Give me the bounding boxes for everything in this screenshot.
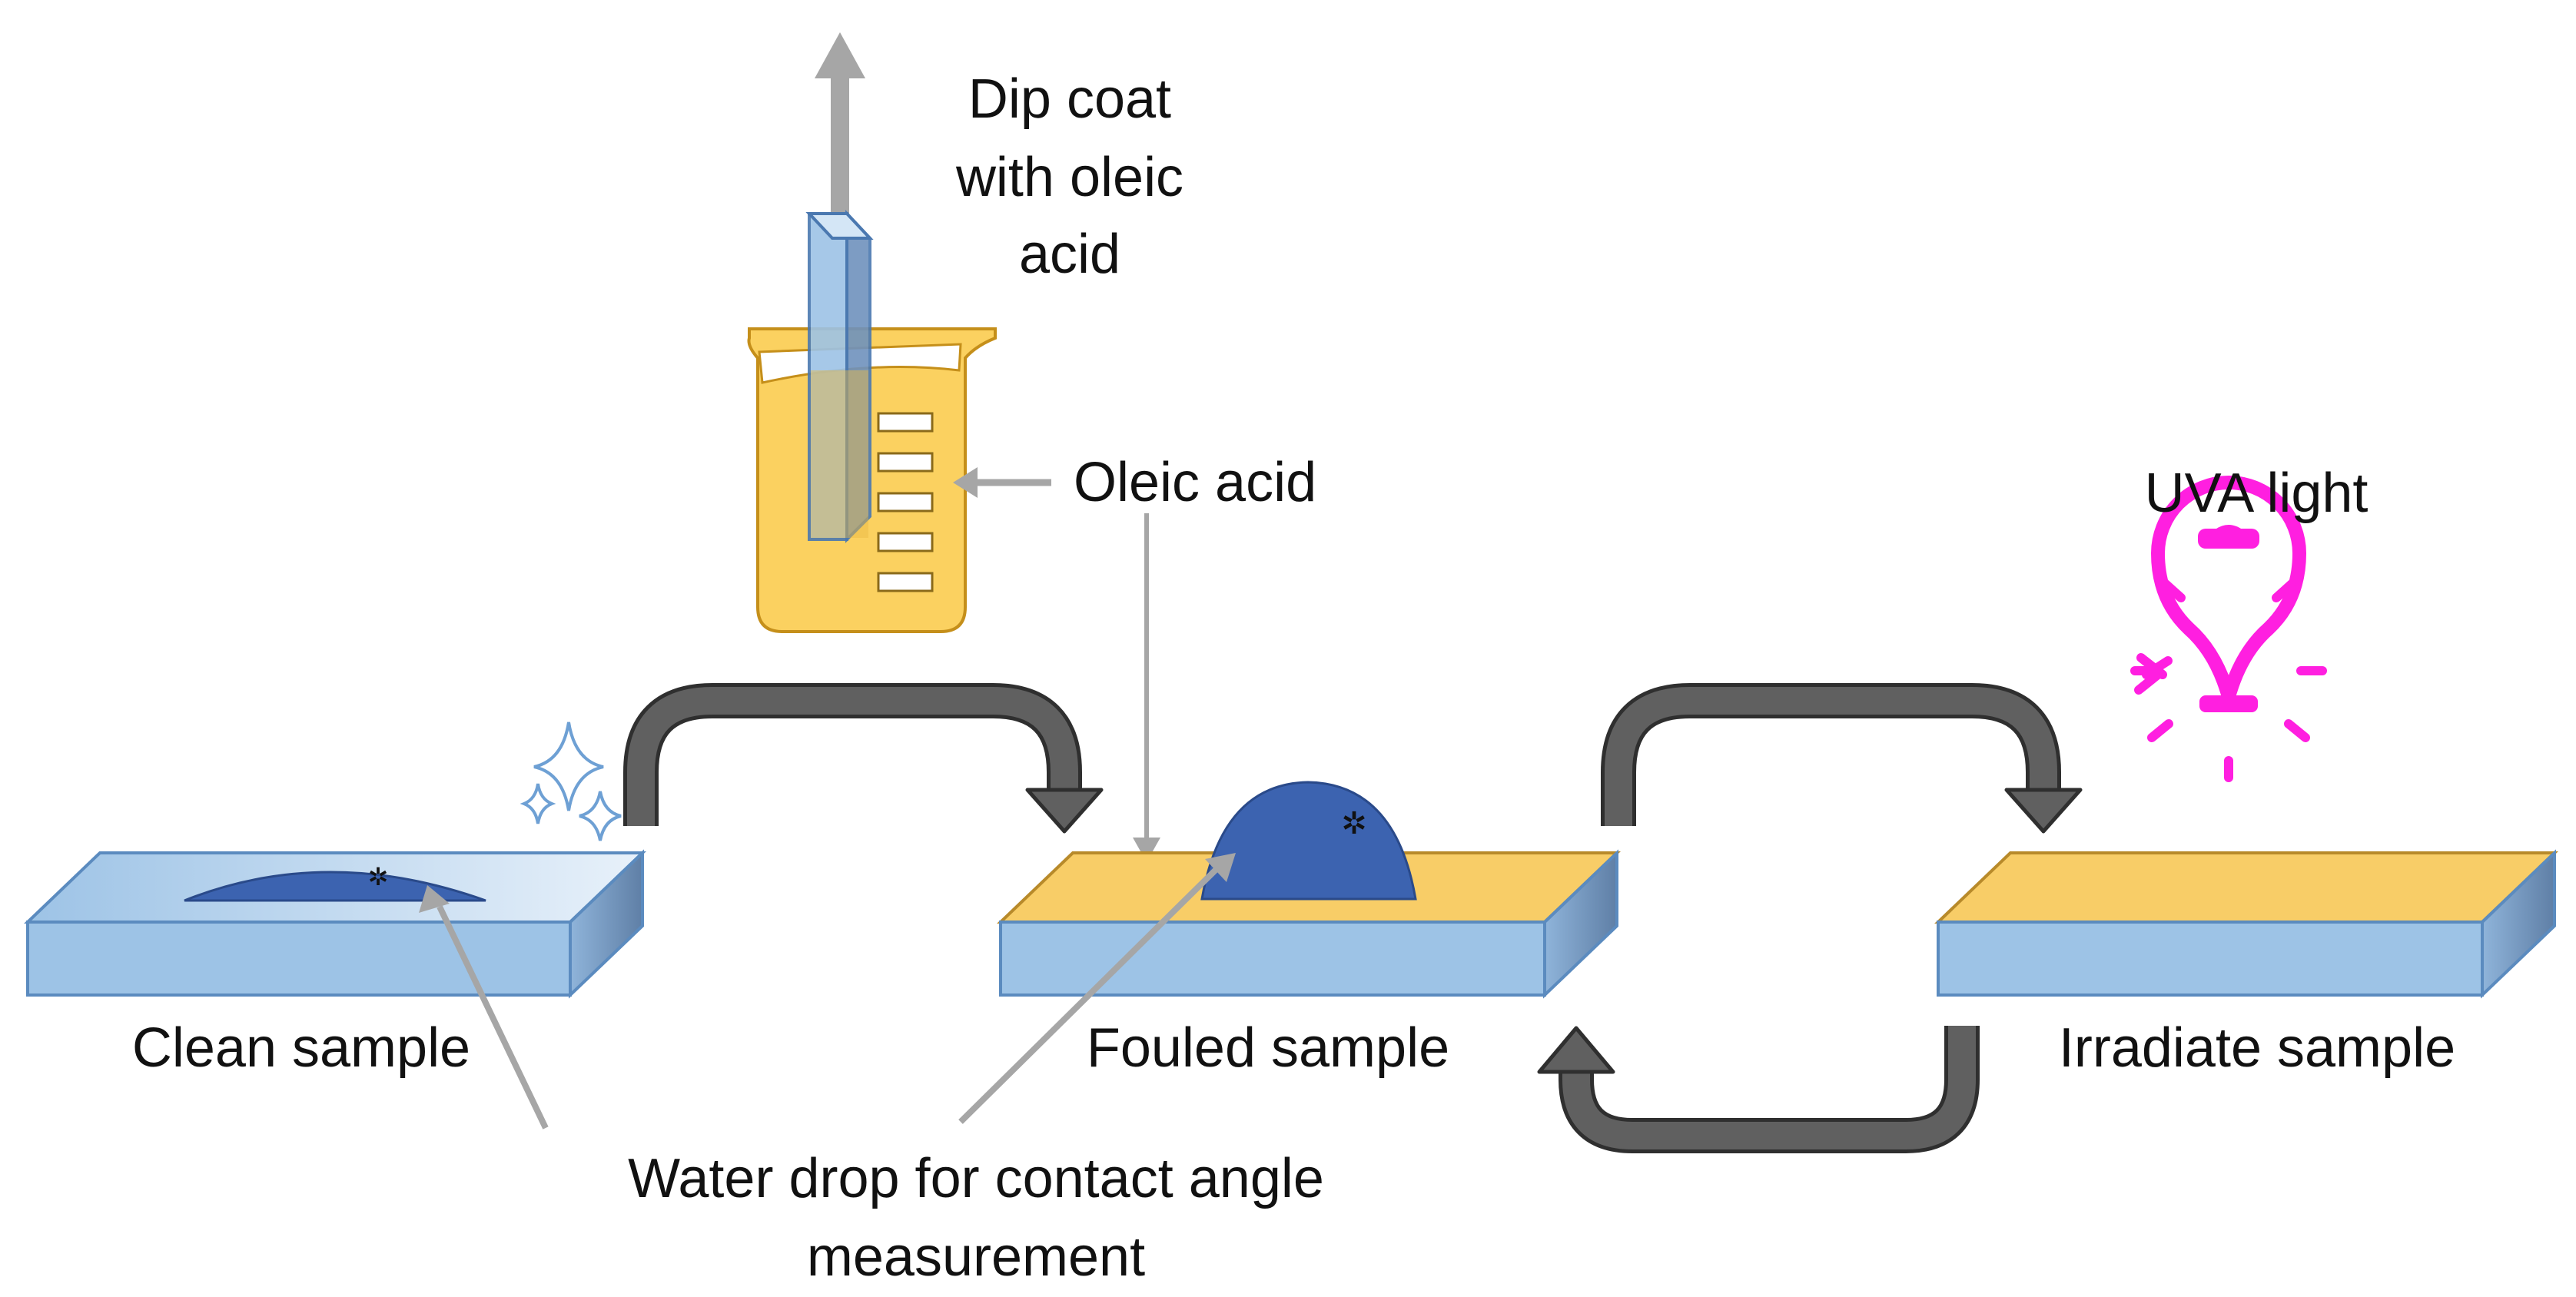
process-arrow-return	[1537, 1026, 1980, 1153]
dip-coat-line-3: acid	[1019, 224, 1120, 285]
oleic-acid-pointer	[953, 467, 1160, 862]
clean-sample-slab: ✲	[24, 849, 646, 999]
drop-sparkle-icon-2: ✲	[1341, 807, 1367, 841]
water-drop-line-1: Water drop for contact angle	[628, 1148, 1324, 1209]
sparkle-icon	[520, 721, 622, 841]
dip-coat-line-2: with oleic	[955, 147, 1183, 208]
water-drop-label: Water drop for contact angle measurement	[628, 1148, 1324, 1288]
dip-coat-line-1: Dip coat	[968, 68, 1171, 130]
process-arrow-1	[623, 683, 1104, 834]
flat-water-drop	[184, 871, 486, 902]
clean-sample-label: Clean sample	[132, 1017, 470, 1079]
fouled-sample-slab: ✲	[997, 781, 1621, 999]
irradiate-sample-label: Irradiate sample	[2059, 1017, 2455, 1079]
pointer-head-1	[419, 885, 450, 913]
beaded-water-drop	[1200, 781, 1417, 901]
uva-light-label: UVA light	[2145, 463, 2369, 524]
process-arrow-2	[1601, 683, 2083, 834]
lightbulb-icon	[2142, 476, 2307, 712]
dip-slide	[805, 209, 874, 543]
oleic-acid-label: Oleic acid	[1074, 452, 1316, 513]
beaker-icon	[747, 209, 997, 633]
water-drop-pointers	[437, 866, 1220, 1129]
dip-coat-label: Dip coat with oleic acid	[955, 68, 1183, 285]
pointer-head-2	[1205, 853, 1236, 882]
withdraw-arrow	[815, 32, 865, 231]
drop-sparkle-icon: ✲	[368, 863, 389, 891]
light-rays	[2130, 579, 2327, 782]
graduation-marks	[877, 412, 934, 592]
fouled-sample-label: Fouled sample	[1087, 1017, 1449, 1079]
irradiate-sample-slab	[1934, 849, 2558, 999]
water-drop-line-2: measurement	[807, 1226, 1145, 1288]
